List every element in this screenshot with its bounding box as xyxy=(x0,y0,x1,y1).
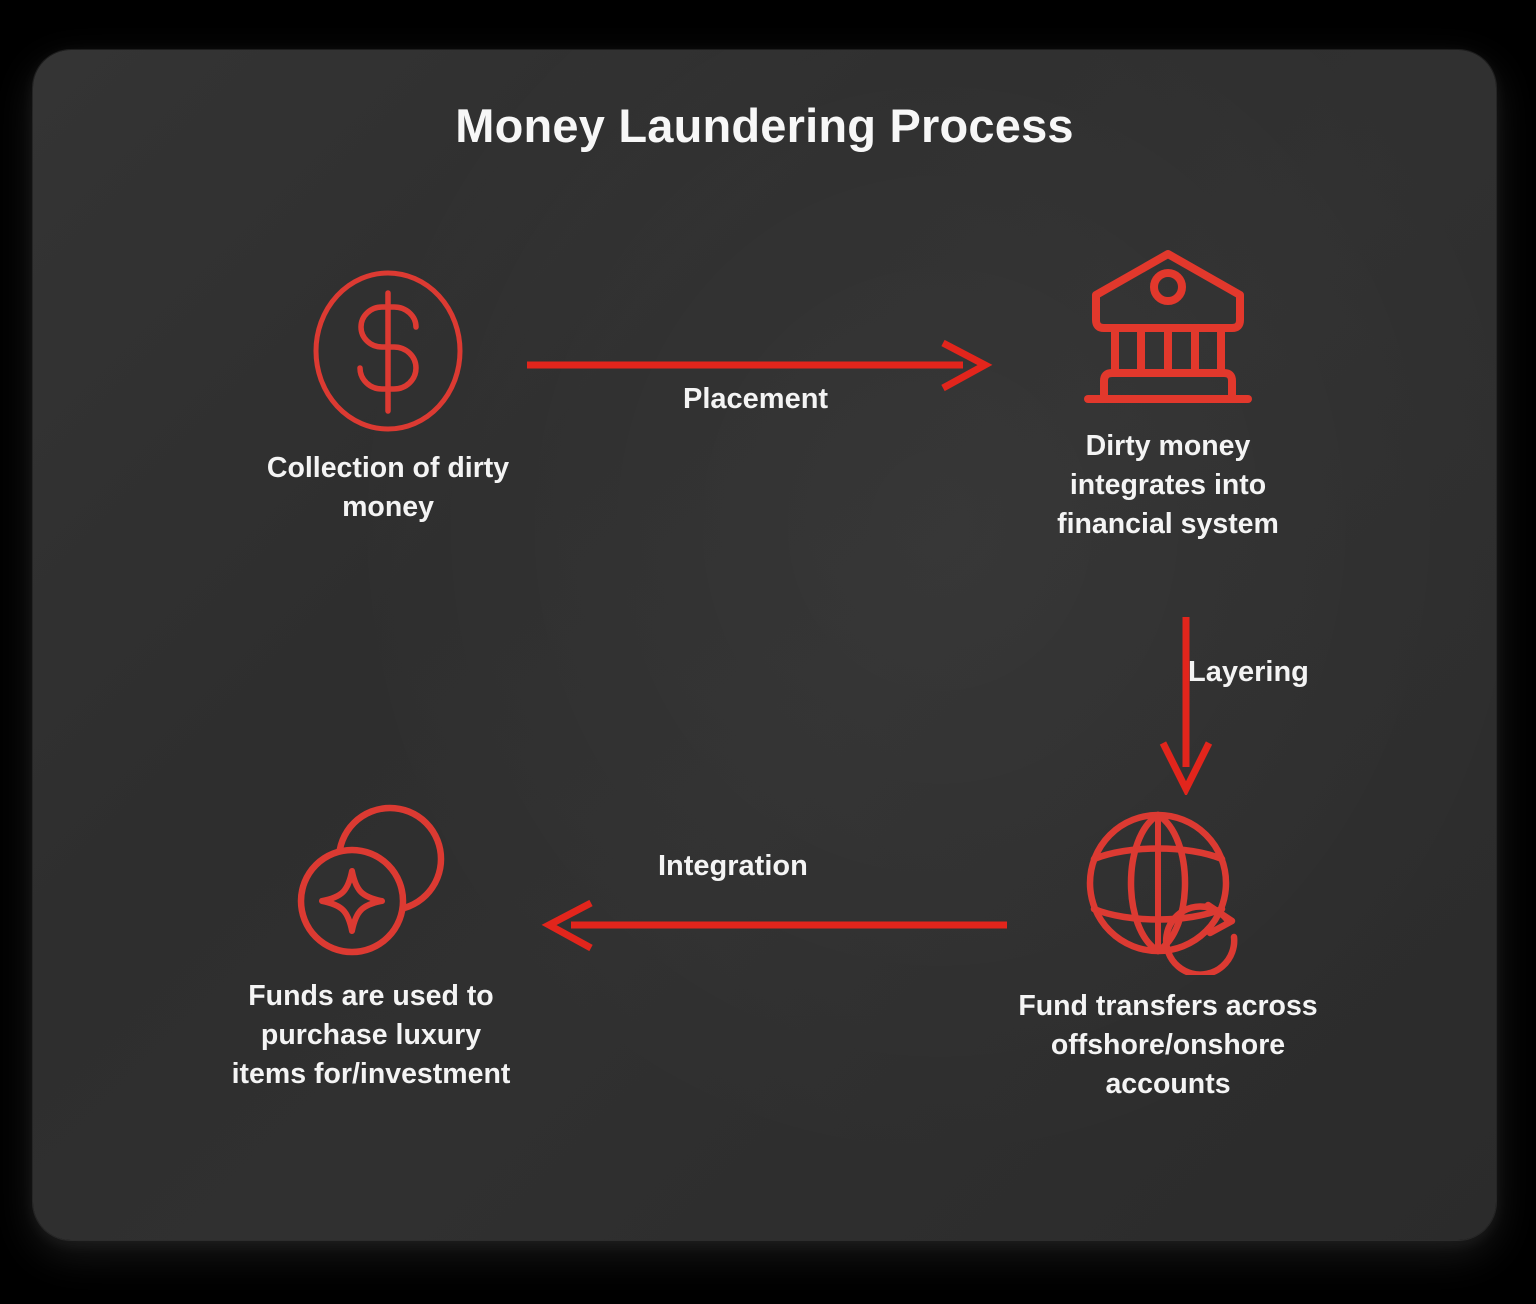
node-label: Funds are used to purchase luxury items … xyxy=(231,980,511,1090)
node-funds-purchase-luxury: Funds are used to purchase luxury items … xyxy=(151,795,591,1093)
dollar-circle-icon xyxy=(313,270,463,432)
node-collection-of-dirty-money: Collection of dirty money xyxy=(173,265,603,527)
connector-label-integration: Integration xyxy=(658,850,808,882)
arrow-placement xyxy=(527,339,993,392)
node-dirty-money-integrates: Dirty money integrates into financial sy… xyxy=(948,240,1388,543)
luxury-coins-sparkle-icon xyxy=(297,804,445,956)
diagram-card: Money Laundering Process Collection of d… xyxy=(33,50,1496,1240)
page-title: Money Laundering Process xyxy=(455,99,1074,152)
globe-transfer-icon xyxy=(1086,811,1238,975)
arrow-layering xyxy=(1159,617,1213,795)
node-label: Collection of dirty money xyxy=(266,452,510,523)
connector-label-placement: Placement xyxy=(683,383,829,415)
connector-label-layering: Layering xyxy=(1188,656,1309,688)
bank-building-icon xyxy=(1084,250,1252,403)
node-label: Fund transfers across offshore/onshore a… xyxy=(1018,990,1318,1100)
arrow-integration xyxy=(541,899,1007,952)
node-label: Dirty money integrates into financial sy… xyxy=(1057,430,1279,540)
node-fund-transfers: Fund transfers across offshore/onshore a… xyxy=(948,805,1388,1103)
